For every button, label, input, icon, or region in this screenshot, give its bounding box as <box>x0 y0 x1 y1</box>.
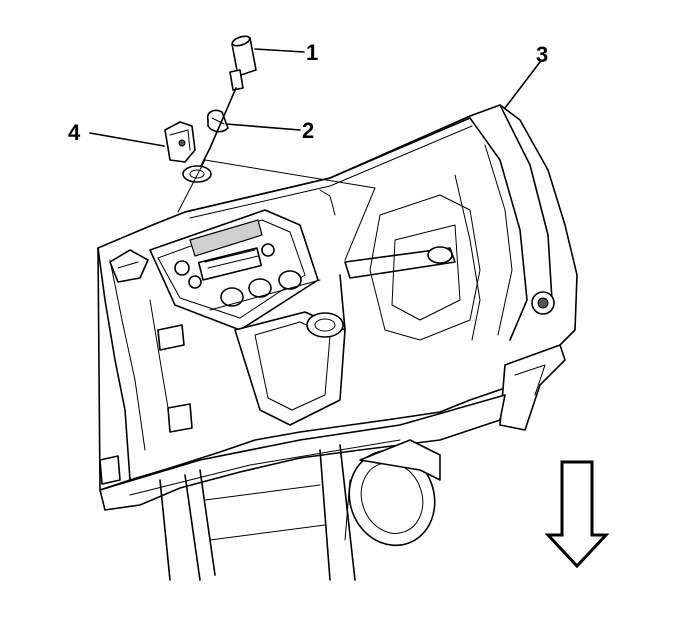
instrument-panel-carrier <box>97 104 578 581</box>
callout-leaders <box>89 48 541 147</box>
component-2-clip <box>206 109 229 133</box>
component-4-bracket <box>164 121 196 163</box>
down-arrow-icon <box>544 460 610 569</box>
detail-wedge-lines <box>177 159 376 261</box>
callout-2: 2 <box>302 118 314 143</box>
callout-3: 3 <box>536 42 548 67</box>
callout-4: 4 <box>68 120 81 145</box>
callout-1: 1 <box>306 40 318 65</box>
component-1-knob <box>182 35 257 183</box>
